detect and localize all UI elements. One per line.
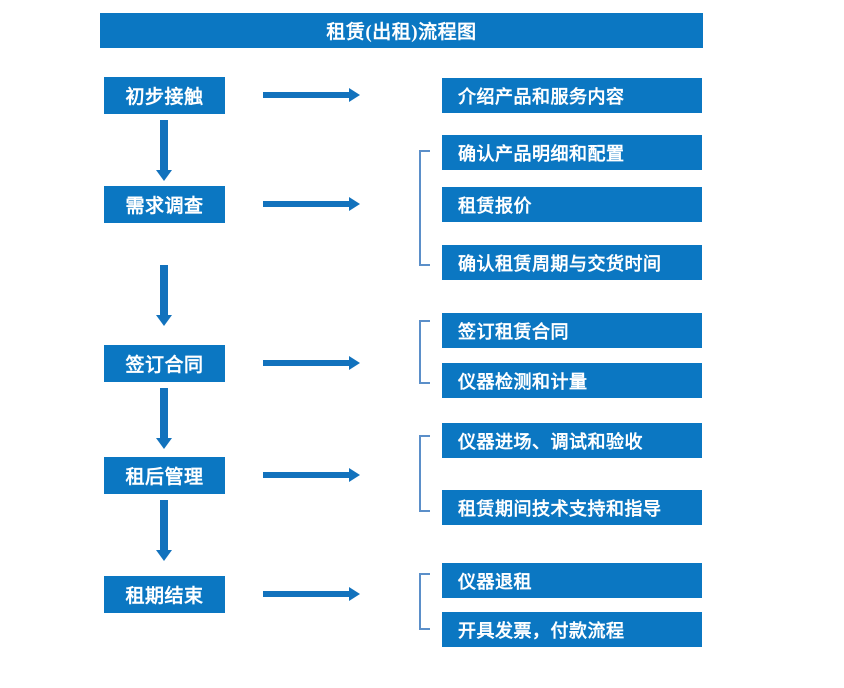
arrow-shaft (160, 388, 168, 438)
arrow-head (156, 170, 172, 181)
stage-box-3[interactable]: 签订合同 (104, 345, 225, 382)
detail-box-5-2[interactable]: 开具发票，付款流程 (442, 612, 702, 647)
arrow-head (156, 438, 172, 449)
stage-box-2[interactable]: 需求调查 (104, 186, 225, 223)
detail-box-4-2[interactable]: 租赁期间技术支持和指导 (442, 490, 702, 525)
detail-box-2-3[interactable]: 确认租赁周期与交货时间 (442, 245, 702, 280)
arrow-head (349, 356, 360, 370)
stage-box-1[interactable]: 初步接触 (104, 77, 225, 114)
arrow-head (156, 315, 172, 326)
arrow-shaft (160, 265, 168, 315)
detail-box-4-1[interactable]: 仪器进场、调试和验收 (442, 423, 702, 458)
stage-box-4[interactable]: 租后管理 (104, 457, 225, 494)
arrow-head (349, 587, 360, 601)
detail-box-3-2[interactable]: 仪器检测和计量 (442, 363, 702, 398)
arrow-shaft (263, 591, 349, 597)
bracket-connector-4 (419, 435, 430, 512)
arrow-head (349, 88, 360, 102)
arrow-head (349, 197, 360, 211)
diagram-title: 租赁(出租)流程图 (100, 13, 703, 48)
arrow-head (349, 468, 360, 482)
detail-box-3-1[interactable]: 签订租赁合同 (442, 313, 702, 348)
detail-box-5-1[interactable]: 仪器退租 (442, 563, 702, 598)
bracket-connector-2 (419, 150, 430, 266)
arrow-shaft (263, 360, 349, 366)
detail-box-1-1[interactable]: 介绍产品和服务内容 (442, 78, 702, 113)
arrow-shaft (263, 201, 349, 207)
detail-box-2-2[interactable]: 租赁报价 (442, 187, 702, 222)
stage-box-5[interactable]: 租期结束 (104, 576, 225, 613)
bracket-connector-5 (419, 573, 430, 630)
arrow-shaft (160, 500, 168, 550)
detail-box-2-1[interactable]: 确认产品明细和配置 (442, 135, 702, 170)
arrow-head (156, 550, 172, 561)
arrow-shaft (263, 92, 349, 98)
arrow-shaft (263, 472, 349, 478)
arrow-shaft (160, 120, 168, 170)
bracket-connector-3 (419, 320, 430, 384)
